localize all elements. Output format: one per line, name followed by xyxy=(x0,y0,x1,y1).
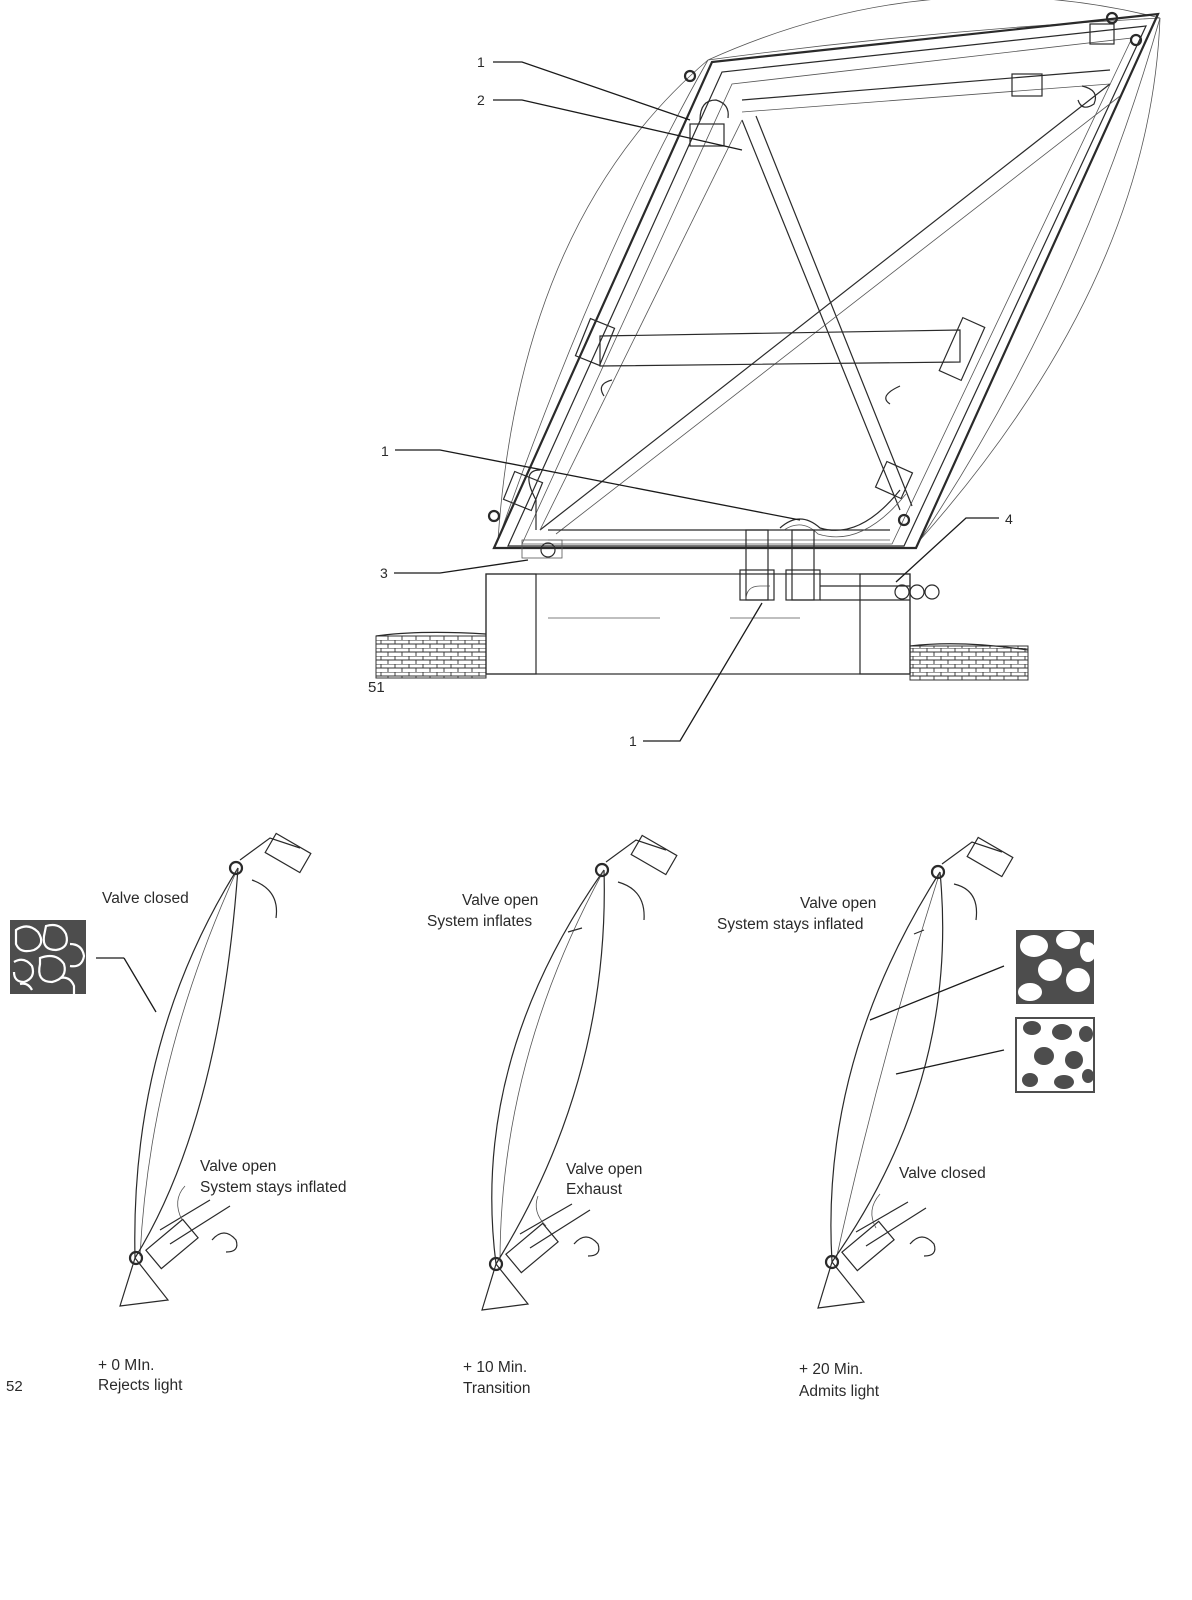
pattern-swatch-inner-layer xyxy=(1015,1017,1095,1093)
stage-1-cushion-diagram xyxy=(96,832,312,1307)
stage-1-caption-state: Rejects light xyxy=(98,1377,183,1394)
figure-51-section-drawing: 1 2 1 3 4 1 51 xyxy=(368,0,1161,749)
stage-1-bottom-label-line1: Valve open xyxy=(200,1158,276,1175)
stage-3-top-label-line1: Valve open xyxy=(800,895,876,912)
stage-2-caption-state: Transition xyxy=(463,1380,530,1397)
stage-3-bottom-label: Valve closed xyxy=(899,1165,986,1182)
stage-1-bottom-label-line2: System stays inflated xyxy=(200,1179,346,1196)
figure-51-number: 51 xyxy=(368,679,385,696)
stage-2-bottom-label-line2: Exhaust xyxy=(566,1181,623,1198)
stage-3-caption-state: Admits light xyxy=(799,1383,880,1400)
stage-2-top-label-line2: System inflates xyxy=(427,913,532,930)
stage-2-top-label-line1: Valve open xyxy=(462,892,538,909)
steel-frame xyxy=(487,11,1160,550)
ground-strip-left xyxy=(375,631,487,679)
membrane-cushions xyxy=(497,0,1161,541)
stage-3-top-label-line2: System stays inflated xyxy=(717,916,863,933)
stage-1-top-label: Valve closed xyxy=(102,890,189,907)
pattern-swatch-rejects-light xyxy=(10,920,86,994)
callout-leaders xyxy=(394,61,999,742)
ground-strip-right xyxy=(909,643,1029,681)
stage-1-caption-time: + 0 MIn. xyxy=(98,1357,154,1374)
callout-1-bottom: 1 xyxy=(629,733,637,749)
air-supply-pipes xyxy=(521,529,940,601)
stage-3-cushion-diagram xyxy=(817,836,1014,1309)
callout-1-middle: 1 xyxy=(381,443,389,459)
callout-2: 2 xyxy=(477,92,485,108)
callout-3: 3 xyxy=(380,565,388,581)
figure-52-stage-diagrams: Valve closed Valve open System stays inf… xyxy=(6,832,1096,1400)
stage-3-caption-time: + 20 Min. xyxy=(799,1361,863,1378)
callout-4: 4 xyxy=(1005,511,1013,527)
stage-2-bottom-label-line1: Valve open xyxy=(566,1161,642,1178)
callout-1-top: 1 xyxy=(477,54,485,70)
stage-2-cushion-diagram xyxy=(481,834,678,1311)
foundation xyxy=(485,573,911,675)
figure-52-number: 52 xyxy=(6,1378,23,1395)
stage-2-caption-time: + 10 Min. xyxy=(463,1359,527,1376)
pattern-swatch-outer-layer xyxy=(1016,930,1096,1004)
